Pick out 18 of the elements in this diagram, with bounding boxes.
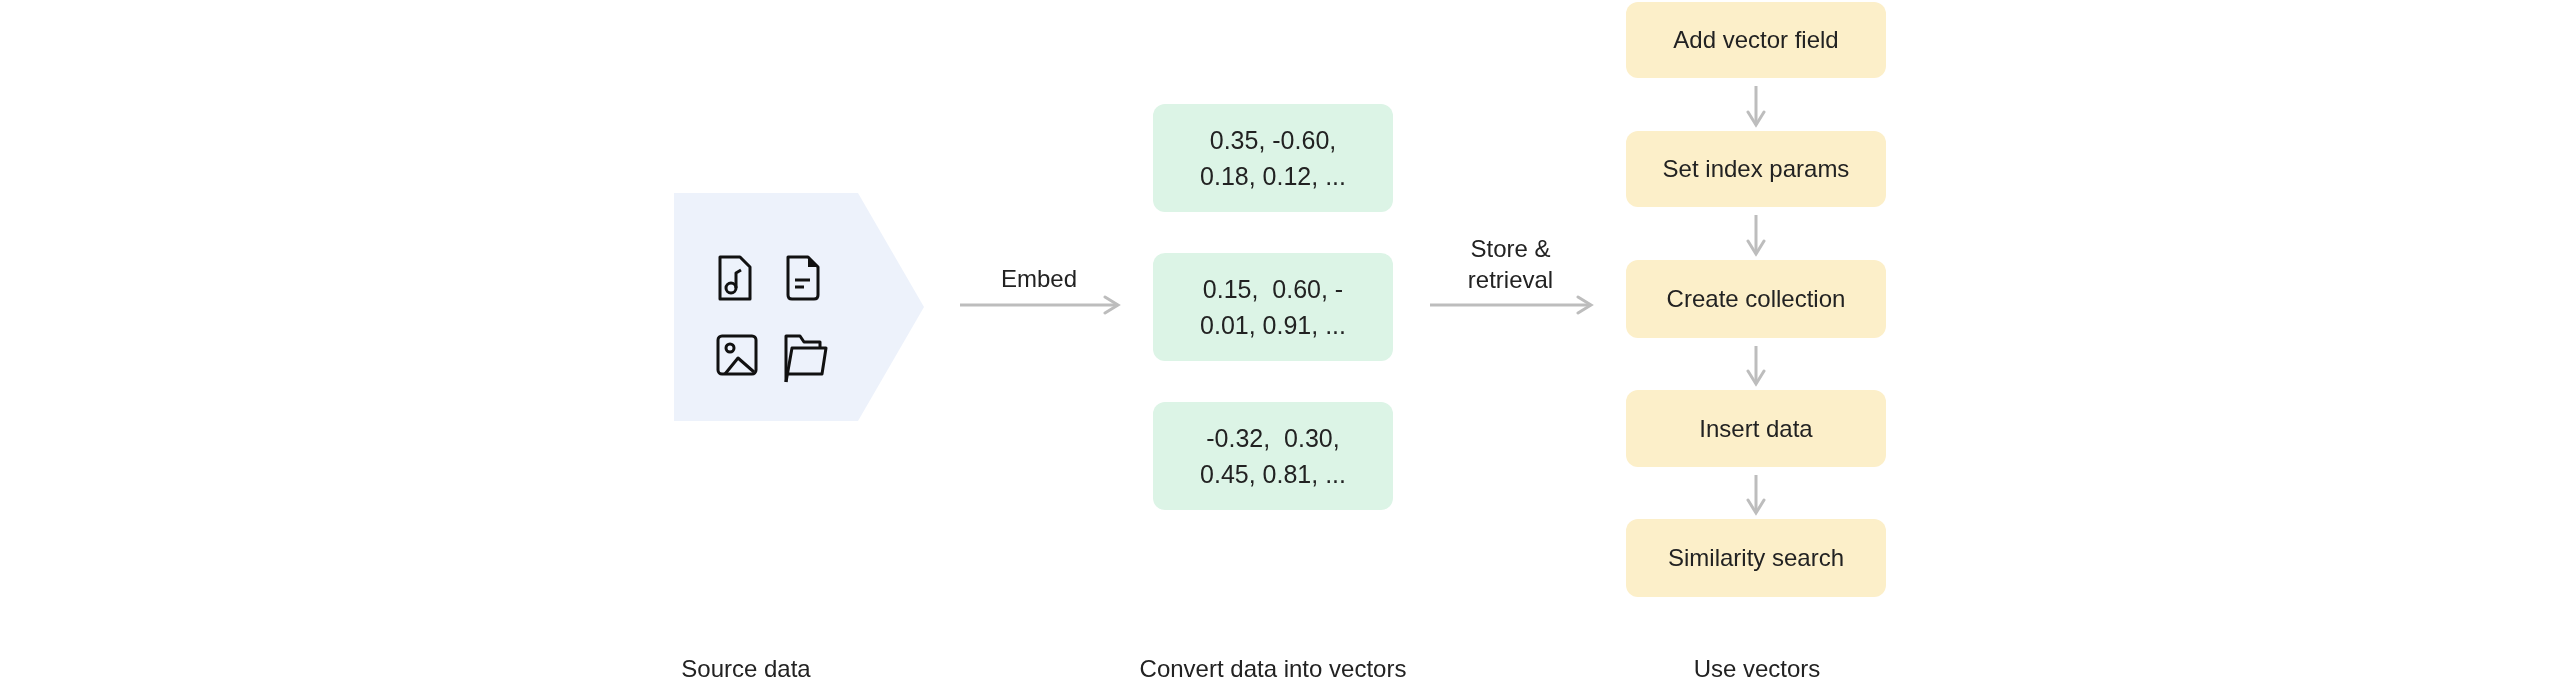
- vector-box: -0.32, 0.30, 0.45, 0.81, ...: [1153, 402, 1393, 510]
- process-box: Insert data: [1626, 390, 1886, 467]
- vector-box: 0.35, -0.60, 0.18, 0.12, ...: [1153, 104, 1393, 212]
- arrow: [1746, 346, 1766, 386]
- arrow: [1746, 86, 1766, 127]
- process-box: Set index params: [1626, 131, 1886, 207]
- vector-box: 0.15, 0.60, - 0.01, 0.91, ...: [1153, 253, 1393, 361]
- arrow: [960, 295, 1120, 315]
- process-box: Similarity search: [1626, 519, 1886, 597]
- column-caption: Convert data into vectors: [1139, 655, 1407, 683]
- process-box: Create collection: [1626, 260, 1886, 338]
- arrow: [1430, 295, 1593, 315]
- arrow: [1746, 215, 1766, 256]
- arrow: [1746, 475, 1766, 515]
- column-caption: Source data: [681, 655, 811, 683]
- process-box: Add vector field: [1626, 2, 1886, 78]
- source-data-pentagon: [674, 193, 924, 421]
- column-caption: Use vectors: [1693, 655, 1821, 683]
